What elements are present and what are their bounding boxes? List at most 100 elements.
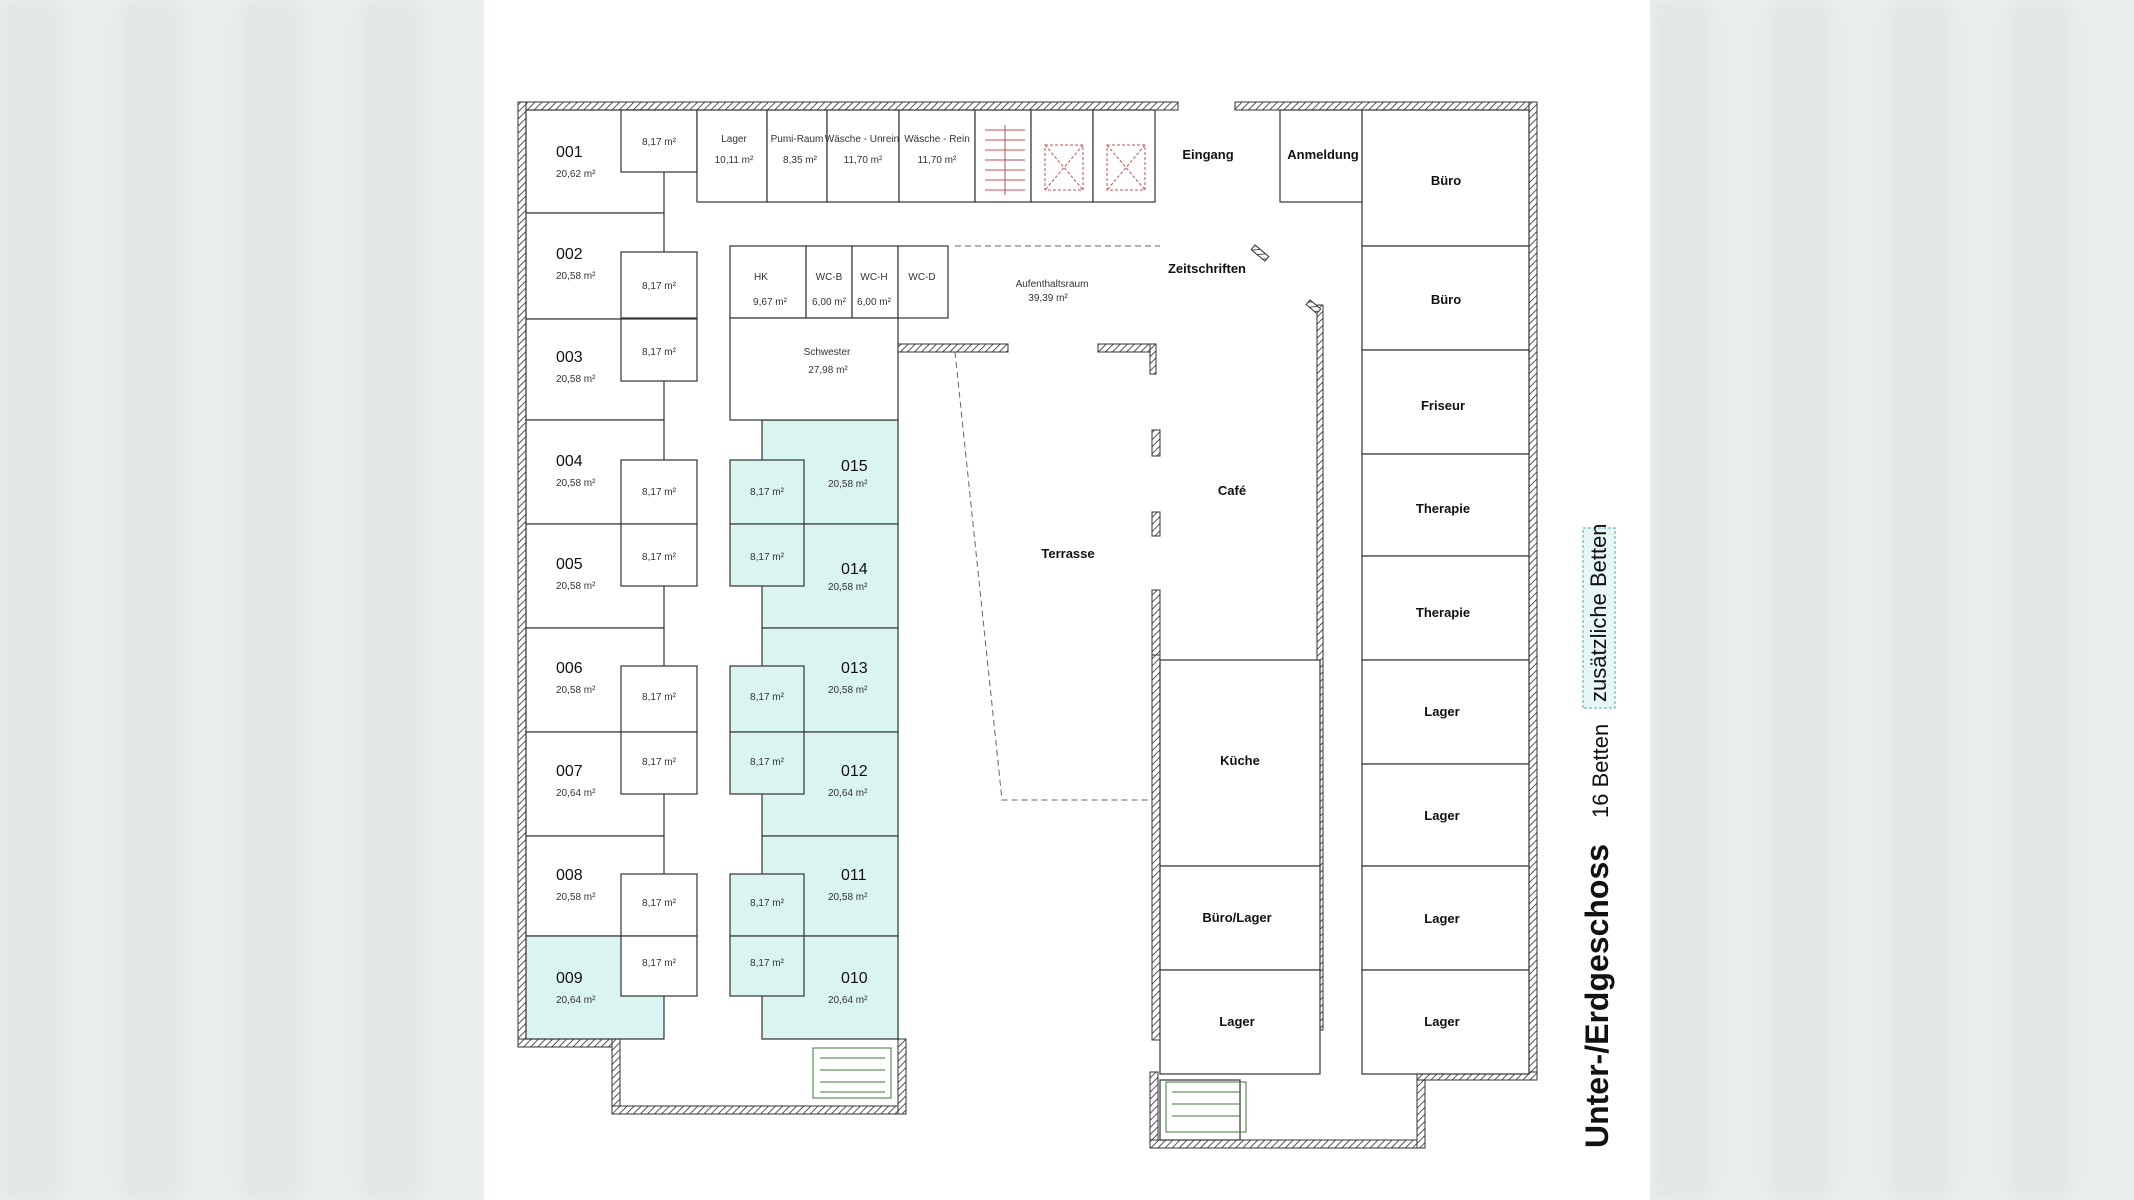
bath-area: 8,17 m² — [750, 487, 785, 498]
room-number: 011 — [841, 867, 867, 884]
label-eingang: Eingang — [1182, 147, 1233, 162]
room-name: WC-D — [908, 272, 935, 283]
room-area: 20,64 m² — [556, 995, 596, 1006]
room-number: 015 — [841, 458, 868, 475]
bath-area: 8,17 m² — [750, 898, 785, 909]
room-number: 010 — [841, 970, 868, 987]
right-room-labels: 015 20,58 m² 014 20,58 m² 013 20,58 m² 0… — [828, 458, 868, 1006]
label-office: Büro — [1431, 292, 1461, 307]
room-area: 20,58 m² — [828, 685, 868, 696]
vertical-title-group: Unter-/Erdgeschoss 16 Betten zusätzliche… — [1579, 523, 1616, 1148]
room-number: 001 — [556, 144, 583, 161]
room-area: 27,98 m² — [808, 365, 848, 376]
room-area: 20,58 m² — [556, 892, 596, 903]
room-area: 20,58 m² — [556, 581, 596, 592]
bath-area: 8,17 m² — [642, 757, 677, 768]
kitchen-block — [1159, 659, 1321, 1141]
label-lager-bottom: Lager — [1219, 1014, 1254, 1029]
blurred-background-right — [1650, 0, 2134, 1200]
bath-area: 8,17 m² — [750, 958, 785, 969]
room-area: 39,39 m² — [1028, 293, 1068, 304]
bath-area: 8,17 m² — [642, 347, 677, 358]
bath-area: 8,17 m² — [750, 757, 785, 768]
stair-top-icon — [985, 125, 1025, 195]
room-area: 6,00 m² — [812, 297, 847, 308]
room-area: 20,62 m² — [556, 169, 596, 180]
room-number: 014 — [841, 561, 868, 578]
room-number: 009 — [556, 970, 583, 987]
functional-area-labels: Eingang Anmeldung Zeitschriften Café Ter… — [1041, 147, 1358, 1029]
room-name: WC-H — [860, 272, 887, 283]
label-office: Therapie — [1416, 605, 1470, 620]
room-area: 8,35 m² — [783, 155, 818, 166]
room-name: Aufenthaltsraum — [1016, 279, 1089, 290]
terrasse-outline — [954, 245, 1160, 801]
label-buero-lager: Büro/Lager — [1202, 910, 1271, 925]
label-office: Lager — [1424, 704, 1459, 719]
label-kueche: Küche — [1220, 753, 1260, 768]
left-bathrooms — [620, 109, 698, 997]
room-number: 005 — [556, 556, 583, 573]
room-number: 002 — [556, 246, 583, 263]
stair-bottom-right-icon — [1165, 1081, 1247, 1133]
room-number: 013 — [841, 660, 868, 677]
room-area: 9,67 m² — [753, 297, 788, 308]
room-name: Wäsche - Unrein — [825, 134, 899, 145]
room-area: 20,58 m² — [556, 685, 596, 696]
label-office: Lager — [1424, 1014, 1459, 1029]
room-name: Schwester — [804, 347, 851, 358]
room-area: 20,58 m² — [556, 478, 596, 489]
room-number: 008 — [556, 867, 583, 884]
extra-beds-label: zusätzliche Betten — [1586, 523, 1611, 702]
right-rooms — [729, 419, 899, 1040]
bath-area: 8,17 m² — [642, 552, 677, 563]
room-area: 20,58 m² — [828, 479, 868, 490]
bath-area: 8,17 m² — [642, 958, 677, 969]
label-terrasse: Terrasse — [1041, 546, 1094, 561]
middle-service-rooms — [729, 245, 1157, 421]
room-number: 007 — [556, 763, 583, 780]
room-name: Wäsche - Rein — [904, 134, 970, 145]
extra-beds-box — [1582, 527, 1616, 709]
bath-area: 8,17 m² — [642, 692, 677, 703]
bath-area: 8,17 m² — [642, 487, 677, 498]
label-anmeldung: Anmeldung — [1287, 147, 1359, 162]
middle-room-labels: HK 9,67 m² WC-B 6,00 m² WC-H 6,00 m² WC-… — [753, 272, 1088, 376]
room-area: 20,58 m² — [828, 582, 868, 593]
room-name: Lager — [721, 134, 747, 145]
bathroom-area-labels: 8,17 m² 8,17 m² 8,17 m² 8,17 m² 8,17 m² … — [642, 137, 785, 969]
bath-area: 8,17 m² — [750, 552, 785, 563]
room-area: 10,11 m² — [715, 155, 754, 166]
room-area: 11,70 m² — [918, 155, 957, 166]
bath-area: 8,17 m² — [642, 281, 677, 292]
room-number: 003 — [556, 349, 583, 366]
room-area: 20,64 m² — [828, 788, 868, 799]
right-column-labels: Büro Büro Friseur Therapie Therapie Lage… — [1416, 173, 1470, 1029]
room-area: 11,70 m² — [844, 155, 883, 166]
bed-count: 16 Betten — [1588, 724, 1613, 818]
room-area: 20,58 m² — [556, 271, 596, 282]
stair-bottom-left-icon — [812, 1047, 892, 1099]
left-room-labels: 001 20,62 m² 002 20,58 m² 003 20,58 m² 0… — [556, 144, 596, 1006]
room-number: 006 — [556, 660, 583, 677]
room-number: 012 — [841, 763, 868, 780]
label-cafe: Café — [1218, 483, 1246, 498]
floor-title: Unter-/Erdgeschoss — [1579, 844, 1615, 1148]
room-area: 20,58 m² — [828, 892, 868, 903]
room-number: 004 — [556, 453, 583, 470]
top-room-labels: Lager 10,11 m² Pumi-Raum 8,35 m² Wäsche … — [715, 134, 970, 166]
outer-walls — [517, 101, 1538, 1149]
room-area: 20,58 m² — [556, 374, 596, 385]
label-office: Friseur — [1421, 398, 1465, 413]
room-area: 20,64 m² — [828, 995, 868, 1006]
right-office-column — [1279, 109, 1530, 1075]
label-office: Büro — [1431, 173, 1461, 188]
room-area: 6,00 m² — [857, 297, 892, 308]
blurred-background-left — [0, 0, 484, 1200]
room-name: HK — [754, 272, 768, 283]
bath-area: 8,17 m² — [642, 137, 677, 148]
label-zeitschriften: Zeitschriften — [1168, 261, 1246, 276]
top-service-rooms — [696, 109, 1156, 203]
label-office: Lager — [1424, 808, 1459, 823]
room-area: 20,64 m² — [556, 788, 596, 799]
